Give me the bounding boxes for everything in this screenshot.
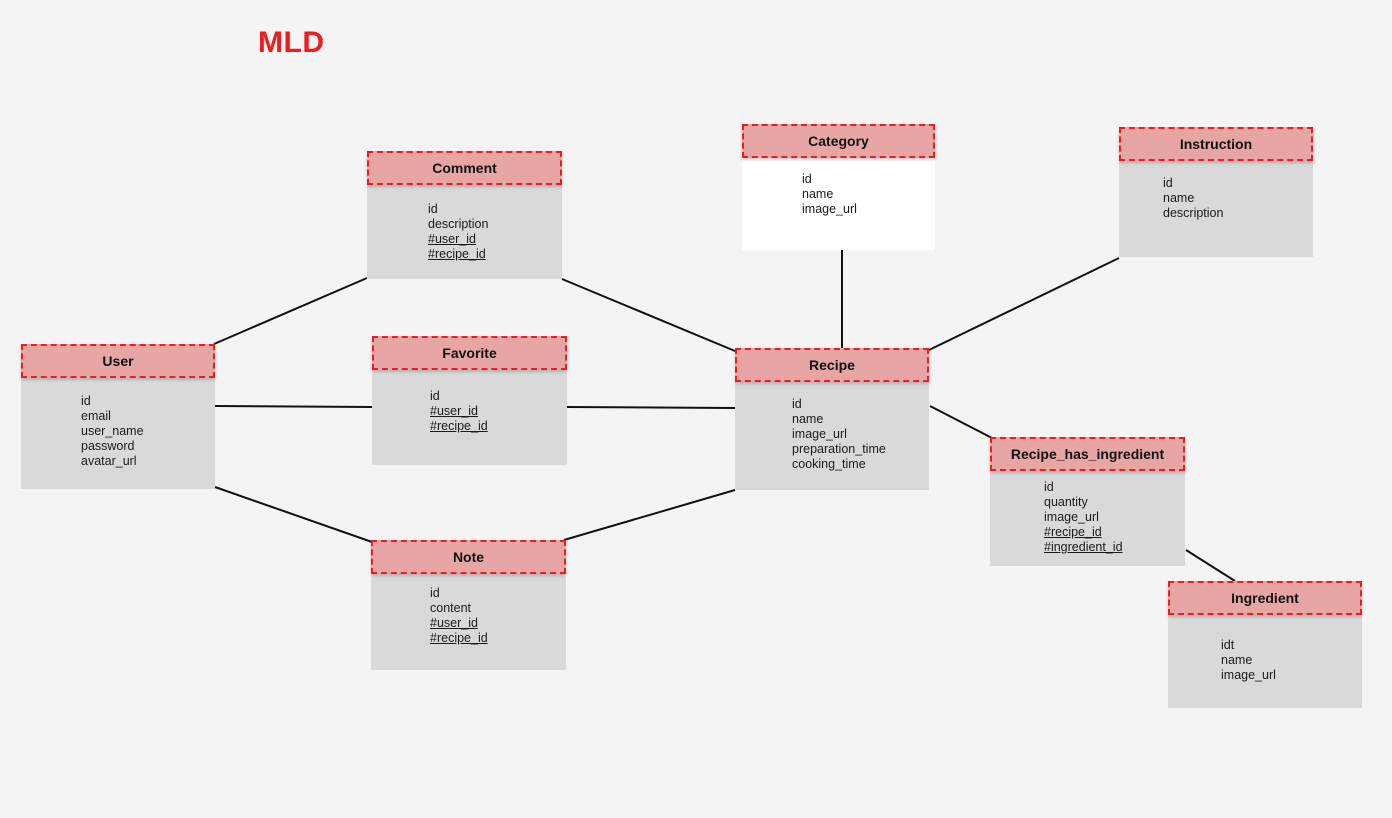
- field-name: name: [792, 412, 824, 426]
- entity-fields-category: id name image_url: [802, 172, 857, 217]
- entity-fields-user: id email user_name password avatar_url: [81, 394, 144, 469]
- entity-recipe-has-ingredient[interactable]: Recipe_has_ingredient id quantity image_…: [990, 437, 1185, 566]
- entity-header-ingredient: Ingredient: [1168, 581, 1362, 615]
- field-user-id: #user_id: [428, 232, 476, 246]
- field-id: id: [1163, 176, 1173, 190]
- entity-fields-recipe: id name image_url preparation_time cooki…: [792, 397, 886, 472]
- entity-header-recipe-has-ingredient: Recipe_has_ingredient: [990, 437, 1185, 471]
- field-id: id: [1044, 480, 1054, 494]
- relation-line-comment-recipe: [561, 278, 736, 352]
- field-recipe-id: #recipe_id: [430, 419, 488, 433]
- field-name: name: [802, 187, 834, 201]
- field-id: id: [428, 202, 438, 216]
- relation-line-user-favorite: [214, 405, 373, 408]
- field-id: id: [81, 394, 91, 408]
- field-description: description: [428, 217, 489, 231]
- entity-recipe[interactable]: Recipe id name image_url preparation_tim…: [735, 348, 929, 490]
- entity-header-favorite: Favorite: [372, 336, 567, 370]
- field-user-id: #user_id: [430, 616, 478, 630]
- relation-line-recipe-recipe-has-ingredient: [929, 405, 993, 439]
- relation-line-recipe-has-ingredient-ingredient: [1185, 549, 1236, 582]
- entity-comment[interactable]: Comment id description #user_id #recipe_…: [367, 151, 562, 279]
- relation-line-instruction-recipe: [928, 257, 1120, 351]
- field-name: name: [1163, 191, 1195, 205]
- field-description: description: [1163, 206, 1224, 220]
- entity-fields-favorite: id #user_id #recipe_id: [430, 389, 488, 434]
- field-id: id: [802, 172, 812, 186]
- field-content: content: [430, 601, 472, 615]
- field-id: id: [430, 389, 440, 403]
- field-cooking-time: cooking_time: [792, 457, 866, 471]
- field-image-url: image_url: [802, 202, 857, 216]
- page-title: MLD: [258, 26, 325, 59]
- field-avatar-url: avatar_url: [81, 454, 137, 468]
- entity-note[interactable]: Note id content #user_id #recipe_id: [371, 540, 566, 670]
- entity-favorite[interactable]: Favorite id #user_id #recipe_id: [372, 336, 567, 465]
- field-id: id: [792, 397, 802, 411]
- field-email: email: [81, 409, 111, 423]
- relation-line-user-note: [214, 486, 373, 543]
- field-password: password: [81, 439, 135, 453]
- relation-line-user-comment: [213, 277, 368, 345]
- field-image-url: image_url: [1221, 668, 1276, 682]
- entity-header-note: Note: [371, 540, 566, 574]
- entity-header-category: Category: [742, 124, 935, 158]
- field-preparation-time: preparation_time: [792, 442, 886, 456]
- entity-fields-recipe-has-ingredient: id quantity image_url #recipe_id #ingred…: [1044, 480, 1123, 555]
- entity-fields-ingredient: idt name image_url: [1221, 638, 1276, 683]
- entity-fields-note: id content #user_id #recipe_id: [430, 586, 488, 646]
- entity-user[interactable]: User id email user_name password avatar_…: [21, 344, 215, 489]
- entity-header-recipe: Recipe: [735, 348, 929, 382]
- entity-ingredient[interactable]: Ingredient idt name image_url: [1168, 581, 1362, 708]
- field-name: name: [1221, 653, 1253, 667]
- entity-header-user: User: [21, 344, 215, 378]
- entity-header-comment: Comment: [367, 151, 562, 185]
- field-ingredient-id: #ingredient_id: [1044, 540, 1123, 554]
- entity-fields-comment: id description #user_id #recipe_id: [428, 202, 488, 262]
- field-recipe-id: #recipe_id: [428, 247, 486, 261]
- entity-category[interactable]: Category id name image_url: [742, 124, 935, 250]
- field-id: id: [430, 586, 440, 600]
- field-recipe-id: #recipe_id: [430, 631, 488, 645]
- field-image-url: image_url: [792, 427, 847, 441]
- entity-instruction[interactable]: Instruction id name description: [1119, 127, 1313, 257]
- relation-line-favorite-recipe: [566, 406, 736, 409]
- field-user-id: #user_id: [430, 404, 478, 418]
- field-recipe-id: #recipe_id: [1044, 525, 1102, 539]
- relation-line-note-recipe: [563, 489, 736, 541]
- field-idt: idt: [1221, 638, 1235, 652]
- entity-fields-instruction: id name description: [1163, 176, 1223, 221]
- field-quantity: quantity: [1044, 495, 1088, 509]
- field-image-url: image_url: [1044, 510, 1099, 524]
- field-user-name: user_name: [81, 424, 144, 438]
- entity-header-instruction: Instruction: [1119, 127, 1313, 161]
